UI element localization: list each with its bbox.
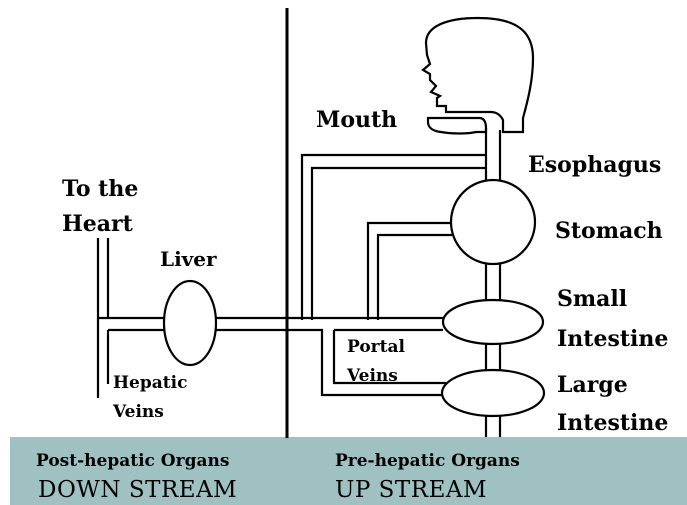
label-esophagus: Esophagus <box>528 152 661 178</box>
label-mouth: Mouth <box>316 107 397 133</box>
label-large-intestine-2: Intestine <box>557 410 668 436</box>
portal-trunk <box>215 318 447 395</box>
head-outline <box>423 18 533 132</box>
label-to-the-heart-2: Heart <box>62 211 134 237</box>
label-small-intestine-2: Intestine <box>557 326 668 352</box>
small-intestine-shape <box>443 300 543 344</box>
label-stomach: Stomach <box>555 218 663 244</box>
mouth-cavity <box>428 118 486 134</box>
label-to-the-heart-1: To the <box>62 176 138 202</box>
label-portal-veins-1: Portal <box>347 337 405 357</box>
label-large-intestine-1: Large <box>557 372 628 398</box>
label-hepatic-veins-2: Veins <box>112 402 164 422</box>
label-portal-veins-2: Veins <box>346 366 398 386</box>
label-liver: Liver <box>160 247 217 271</box>
banner-up-stream: UP STREAM <box>335 477 487 503</box>
stomach-shape <box>451 180 535 264</box>
label-hepatic-veins-1: Hepatic <box>113 373 187 393</box>
label-small-intestine-1: Small <box>557 286 627 312</box>
liver-shape <box>164 281 216 365</box>
large-intestine-shape <box>442 370 544 416</box>
banner-down-stream: DOWN STREAM <box>38 477 237 503</box>
stomach-vein <box>368 223 452 320</box>
banner-pre-hepatic: Pre-hepatic Organs <box>335 451 520 471</box>
banner-post-hepatic: Post-hepatic Organs <box>36 451 229 471</box>
hepatic-vein-horizontal <box>98 318 166 330</box>
